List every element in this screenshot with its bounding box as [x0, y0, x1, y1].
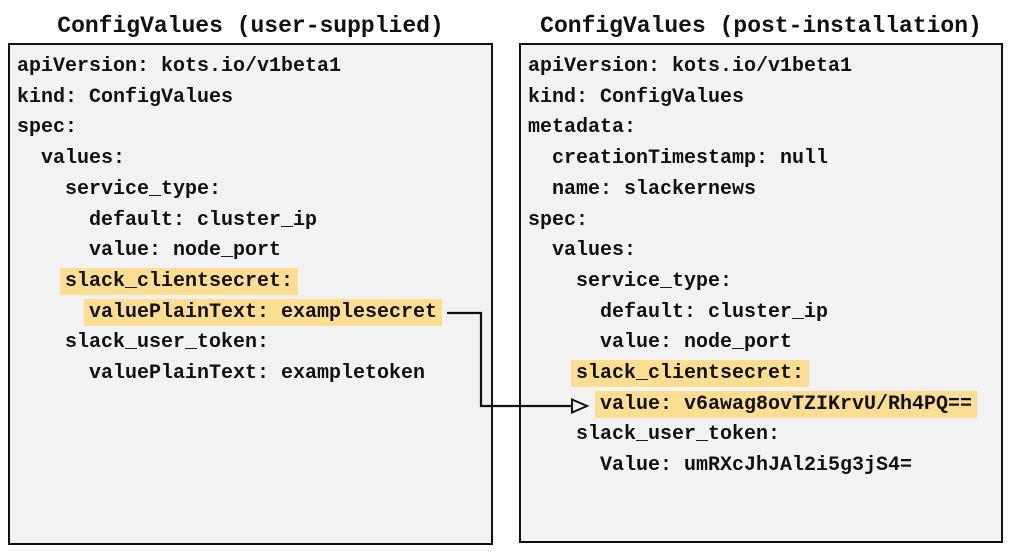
code-line: default: cluster_ip	[528, 298, 995, 329]
code-line: slack_user_token:	[17, 328, 485, 359]
post-installation-panel: apiVersion: kots.io/v1beta1 kind: ConfigV…	[519, 43, 1003, 543]
code-text: slack_user_token:	[65, 331, 270, 355]
code-text: service_type:	[65, 177, 222, 201]
code-text: kind: ConfigValues	[528, 85, 745, 109]
highlighted-code-line: valuePlainText: examplesecret	[17, 298, 485, 329]
code-text: kind: ConfigValues	[17, 85, 234, 109]
code-text: Value: umRXcJhJAl2i5g3jS4=	[600, 454, 913, 478]
code-line: spec:	[17, 113, 485, 144]
code-line: name: slackernews	[528, 175, 995, 206]
highlighted-code-line: slack_clientsecret:	[17, 267, 485, 298]
highlighted-code-line: slack_clientsecret:	[528, 359, 995, 390]
code-text: apiVersion: kots.io/v1beta1	[528, 55, 853, 78]
code-line: kind: ConfigValues	[528, 83, 995, 114]
code-line: Value: umRXcJhJAl2i5g3jS4=	[528, 451, 995, 482]
code-line: creationTimestamp: null	[528, 144, 995, 175]
code-text: slack_clientsecret:	[571, 360, 810, 388]
post-installation-panel-title: ConfigValues (post-installation)	[540, 13, 982, 39]
code-text: apiVersion: kots.io/v1beta1	[17, 55, 342, 78]
code-text: spec:	[17, 116, 78, 140]
post-installation-codebox: apiVersion: kots.io/v1beta1 kind: ConfigV…	[521, 45, 1001, 489]
code-text: value: node_port	[89, 239, 282, 263]
code-line: default: cluster_ip	[17, 206, 485, 237]
code-line: values:	[17, 144, 485, 175]
code-line: values:	[528, 236, 995, 267]
code-line: apiVersion: kots.io/v1beta1	[528, 52, 995, 83]
code-line: service_type:	[17, 175, 485, 206]
code-text: default: cluster_ip	[89, 208, 318, 232]
code-line: value: node_port	[17, 236, 485, 267]
user-supplied-panel-title: ConfigValues (user-supplied)	[57, 13, 444, 39]
code-line: valuePlainText: exampletoken	[17, 359, 485, 390]
highlighted-code-line: value: v6awag8ovTZIKrvU/Rh4PQ==	[528, 390, 995, 421]
user-supplied-panel: apiVersion: kots.io/v1beta1 kind: ConfigV…	[8, 43, 493, 545]
user-supplied-codebox: apiVersion: kots.io/v1beta1 kind: ConfigV…	[10, 45, 491, 397]
code-text: slack_user_token:	[576, 423, 781, 447]
code-line: value: node_port	[528, 328, 995, 359]
code-text: spec:	[528, 208, 589, 232]
code-text: value: node_port	[600, 331, 793, 355]
code-text: slack_clientsecret:	[60, 267, 299, 295]
code-text: valuePlainText: exampletoken	[89, 362, 426, 386]
code-line: slack_user_token:	[528, 420, 995, 451]
code-line: service_type:	[528, 267, 995, 298]
code-line: apiVersion: kots.io/v1beta1	[17, 52, 485, 83]
code-line: kind: ConfigValues	[17, 83, 485, 114]
code-text: values:	[552, 239, 637, 263]
code-line: spec:	[528, 206, 995, 237]
code-text: default: cluster_ip	[600, 300, 829, 324]
code-text: value: v6awag8ovTZIKrvU/Rh4PQ==	[595, 390, 978, 418]
code-text: valuePlainText: examplesecret	[84, 298, 443, 326]
code-text: metadata:	[528, 116, 637, 140]
code-text: service_type:	[576, 269, 733, 293]
code-text: creationTimestamp: null	[552, 147, 829, 171]
code-text: name: slackernews	[552, 177, 757, 201]
code-text: values:	[41, 147, 126, 171]
code-line: metadata:	[528, 113, 995, 144]
